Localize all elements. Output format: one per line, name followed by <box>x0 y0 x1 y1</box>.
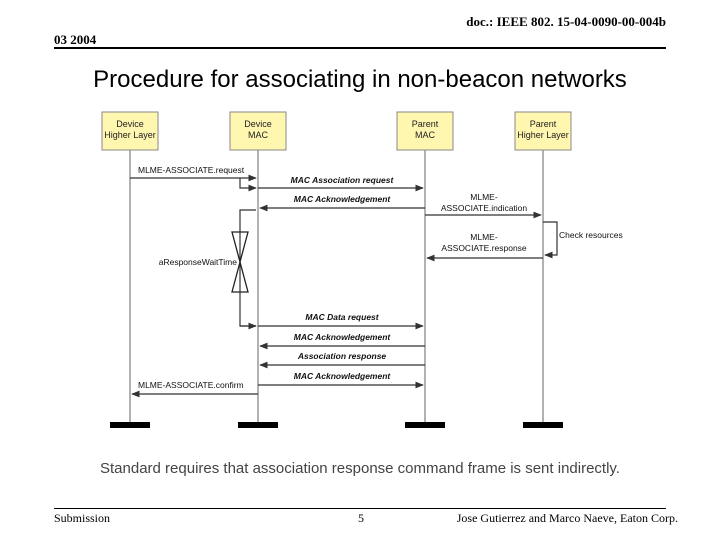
message-label: MAC Acknowledgement <box>294 332 392 342</box>
footer-rule <box>54 508 666 509</box>
slide-title: Procedure for associating in non-beacon … <box>93 66 627 93</box>
lane-label: MAC <box>415 130 436 140</box>
lane-label: Device <box>244 119 272 129</box>
hourglass-icon <box>231 231 249 293</box>
lifeline-end-bar <box>405 422 445 428</box>
lane-parent-higher-layer: Parent Higher Layer <box>514 111 572 151</box>
timer-bracket <box>239 209 256 327</box>
message-label: MAC Data request <box>305 312 379 322</box>
lifeline-end-bar <box>110 422 150 428</box>
lane-parent-mac: Parent MAC <box>396 111 454 151</box>
message-label: Association response <box>297 351 387 361</box>
header-rule <box>54 47 666 49</box>
lane-label: MAC <box>248 130 269 140</box>
message-label: MAC Association request <box>291 175 395 185</box>
lifeline-end-bar <box>238 422 278 428</box>
lane-label: Parent <box>530 119 557 129</box>
page-number: 5 <box>358 511 364 525</box>
message-label: MAC Acknowledgement <box>294 371 392 381</box>
check-resources-arrow <box>543 221 558 259</box>
lane-label: Parent <box>412 119 439 129</box>
document-date: 03 2004 <box>54 32 97 47</box>
lane-device-higher-layer: Device Higher Layer <box>101 111 159 151</box>
message-label: MLME- <box>470 232 498 242</box>
message-label: MLME-ASSOCIATE.confirm <box>138 380 244 390</box>
footer-submission: Submission <box>54 511 111 525</box>
activation-arrow <box>239 178 257 192</box>
lane-label: Higher Layer <box>104 130 156 140</box>
lane-label: Device <box>116 119 144 129</box>
message-label: MLME-ASSOCIATE.request <box>138 165 245 175</box>
slide-caption: Standard requires that association respo… <box>100 460 620 477</box>
message-label: ASSOCIATE.indication <box>441 203 528 213</box>
message-label: MAC Acknowledgement <box>294 194 392 204</box>
document-id: doc.: IEEE 802. 15-04-0090-00-004b <box>466 14 666 29</box>
timer-label: aResponseWaitTime <box>159 257 238 267</box>
footer-authors: Jose Gutierrez and Marco Naeve, Eaton Co… <box>456 511 678 525</box>
message-label: MLME- <box>470 192 498 202</box>
message-label: ASSOCIATE.response <box>441 243 527 253</box>
message-label: Check resources <box>559 230 623 240</box>
lifeline-end-bar <box>523 422 563 428</box>
lane-label: Higher Layer <box>517 130 569 140</box>
lane-device-mac: Device MAC <box>229 111 287 151</box>
